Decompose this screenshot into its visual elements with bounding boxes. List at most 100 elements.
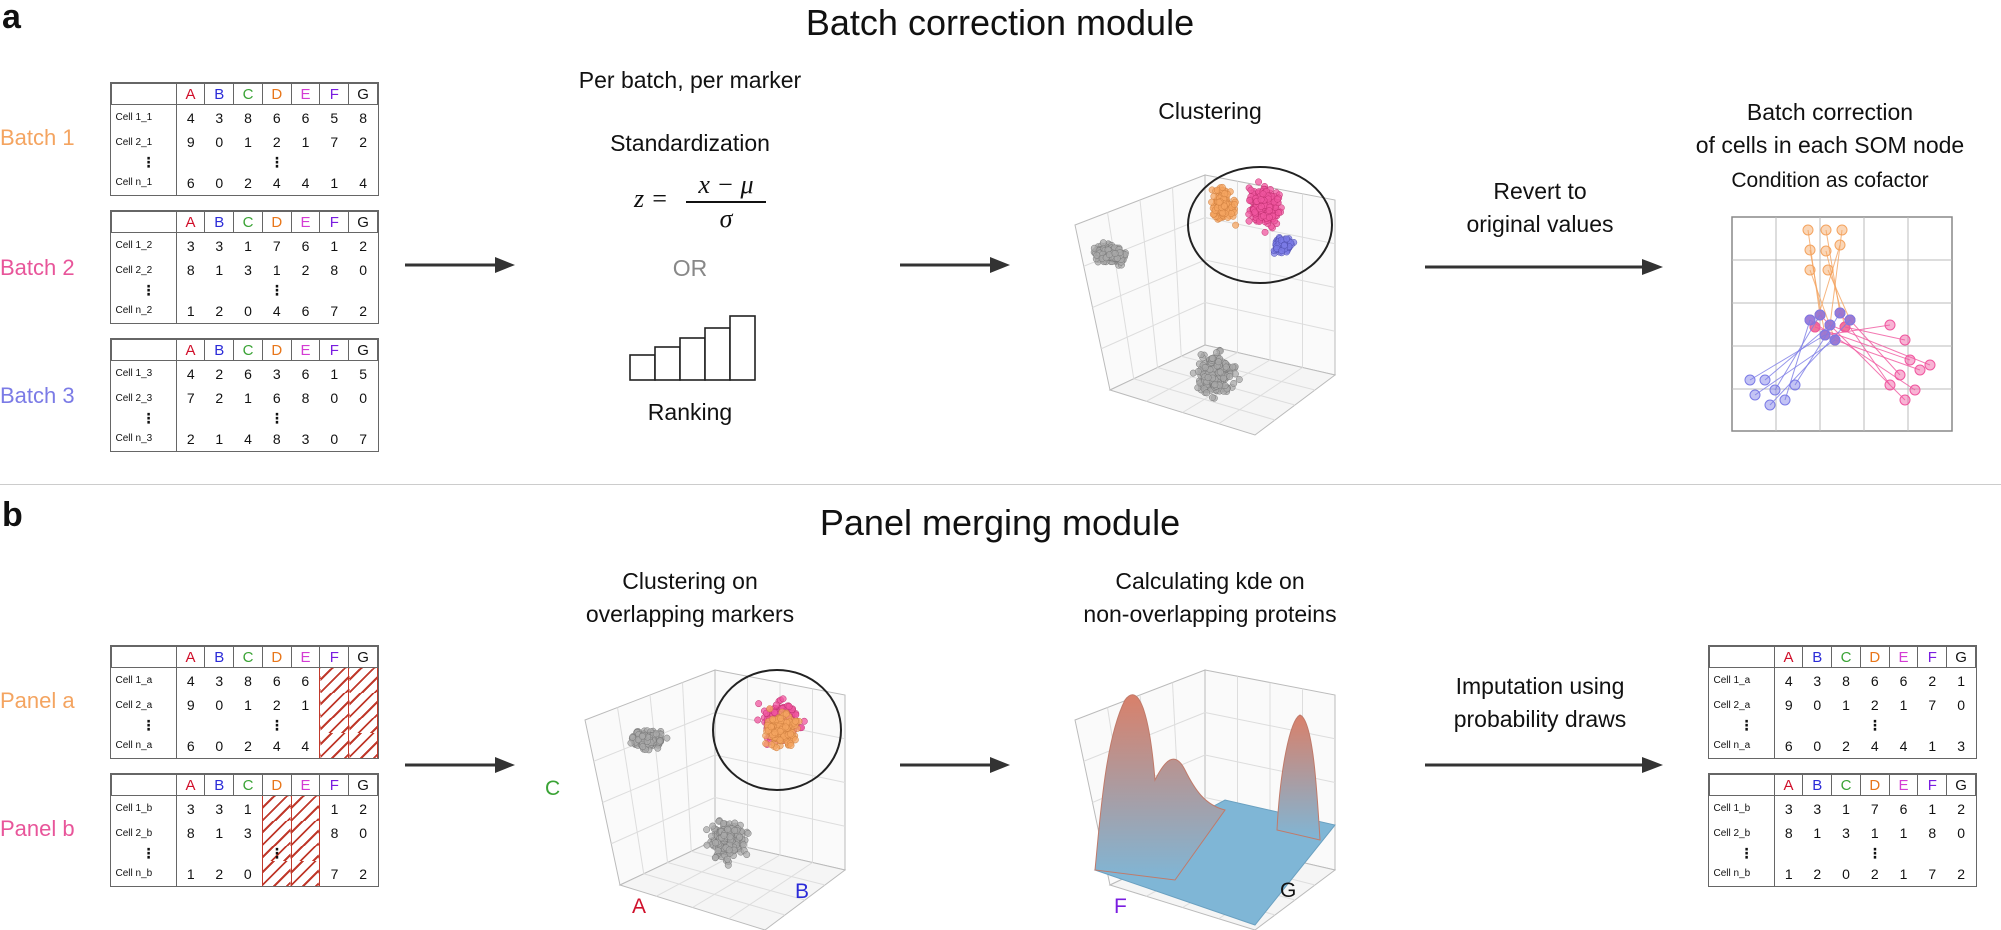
table-corner: [111, 773, 177, 797]
clustering-caption: Clustering: [1158, 98, 1262, 124]
cell-value: 6: [301, 109, 310, 126]
scatter-point: [703, 841, 711, 849]
ranking-bars-icon: [629, 315, 756, 381]
overlap-clustering-caption-line2: overlapping markers: [585, 601, 795, 627]
cell-value: 2: [215, 390, 224, 407]
arrow-to-imputed: [1425, 757, 1663, 773]
blue-cluster: [1270, 234, 1298, 257]
ellipsis-cell: ⋮: [269, 717, 284, 734]
original-cell: [1836, 224, 1848, 236]
scatter-point: [792, 711, 800, 719]
ellipsis-cell: [348, 717, 378, 734]
formula-lhs: z =: [634, 184, 669, 213]
ellipsis-cell: [320, 846, 349, 862]
cell-value: [319, 733, 350, 758]
scatter-point: [708, 832, 716, 840]
cell-value: 0: [330, 430, 339, 447]
cell-value: 1: [244, 697, 252, 714]
gray-cluster-1: [627, 727, 671, 754]
batch-1-label: Batch 1: [0, 125, 75, 150]
original-cell: [1789, 379, 1801, 391]
ellipsis-cell: [205, 846, 234, 862]
ellipsis-cell: ⋮: [111, 717, 177, 734]
cell-name: Cell 2_1: [111, 129, 177, 155]
scatter-point: [627, 739, 635, 747]
scatter-point: [629, 733, 636, 741]
scatter-point: [1220, 202, 1228, 210]
marker-header-d: D: [261, 82, 292, 106]
scatter-point: [1260, 212, 1268, 220]
cell-value: 6: [272, 390, 281, 407]
marker-header-b: B: [204, 210, 235, 234]
scatter-point: [791, 736, 799, 744]
correction-line: [1849, 319, 1901, 376]
cell-value: 2: [301, 262, 310, 279]
grid-line: [714, 754, 846, 783]
scatter-point: [703, 826, 711, 834]
cell-value: 1: [272, 262, 281, 279]
axis-b-label: B: [795, 880, 810, 903]
scatter-point: [1221, 382, 1229, 390]
cell-value: 1: [1899, 865, 1908, 882]
marker-header-a: A: [175, 338, 206, 362]
cell-value: 0: [215, 174, 224, 191]
correction-line: [1784, 319, 1811, 401]
cell-value: 2: [272, 697, 281, 714]
ellipsis-cell: [1947, 718, 1976, 734]
scatter-point: [1245, 217, 1253, 225]
original-cell: [1804, 264, 1816, 276]
formula-denominator: σ: [719, 204, 733, 233]
cell-value: 2: [1928, 672, 1937, 689]
pink-cluster: [1245, 178, 1285, 236]
cell-value: 8: [244, 672, 252, 689]
cell-value: 2: [1870, 865, 1879, 882]
scatter-point: [1265, 213, 1273, 221]
cell-value: 2: [1813, 865, 1822, 882]
scatter-point: [739, 841, 747, 849]
cell-value: [319, 667, 350, 693]
correction-line: [1844, 326, 1906, 341]
cell-value: 3: [186, 237, 195, 254]
scatter-point: [638, 732, 646, 740]
scatter-point: [1265, 207, 1273, 215]
cell-value: 6: [186, 737, 195, 754]
cell-value: 2: [1957, 865, 1965, 882]
cell-value: 2: [215, 302, 224, 319]
cell-value: 3: [215, 109, 224, 126]
scatter-point: [1255, 178, 1263, 186]
ellipsis-cell: [319, 717, 350, 734]
impute-caption-line1: Imputation using: [1455, 673, 1625, 699]
som-node-grid: [1731, 216, 1953, 432]
scatter-point: [723, 855, 731, 863]
cell-value: 4: [1899, 737, 1908, 754]
table-corner: [1709, 645, 1775, 669]
marker-header-c: C: [233, 338, 263, 362]
ellipsis-cell: ⋮: [1867, 717, 1882, 734]
scatter-point: [656, 737, 664, 745]
cell-value: 1: [1928, 800, 1937, 817]
cell-name: Cell 1_a: [1709, 667, 1775, 693]
grid-line: [728, 862, 813, 920]
marker-header-g: G: [348, 82, 378, 106]
cell-value: 0: [1957, 825, 1965, 842]
original-cell: [1820, 224, 1832, 236]
marker-header-a: A: [175, 645, 206, 669]
scatter-point: [792, 717, 799, 725]
cell-value: 7: [1928, 697, 1937, 714]
scatter-point: [755, 700, 763, 708]
cell-value: 3: [215, 800, 224, 817]
cell-value: 0: [215, 134, 224, 151]
cell-name: Cell n_b: [1709, 861, 1775, 886]
cell-value: 4: [301, 737, 310, 754]
scatter-point: [1215, 198, 1223, 206]
panel-merging-title: Panel merging module: [819, 502, 1181, 543]
scatter-point: [776, 736, 784, 744]
ellipsis-cell: [1889, 718, 1918, 734]
cell-value: 6: [301, 672, 310, 689]
kde-caption-line2: non-overlapping proteins: [1083, 601, 1337, 627]
